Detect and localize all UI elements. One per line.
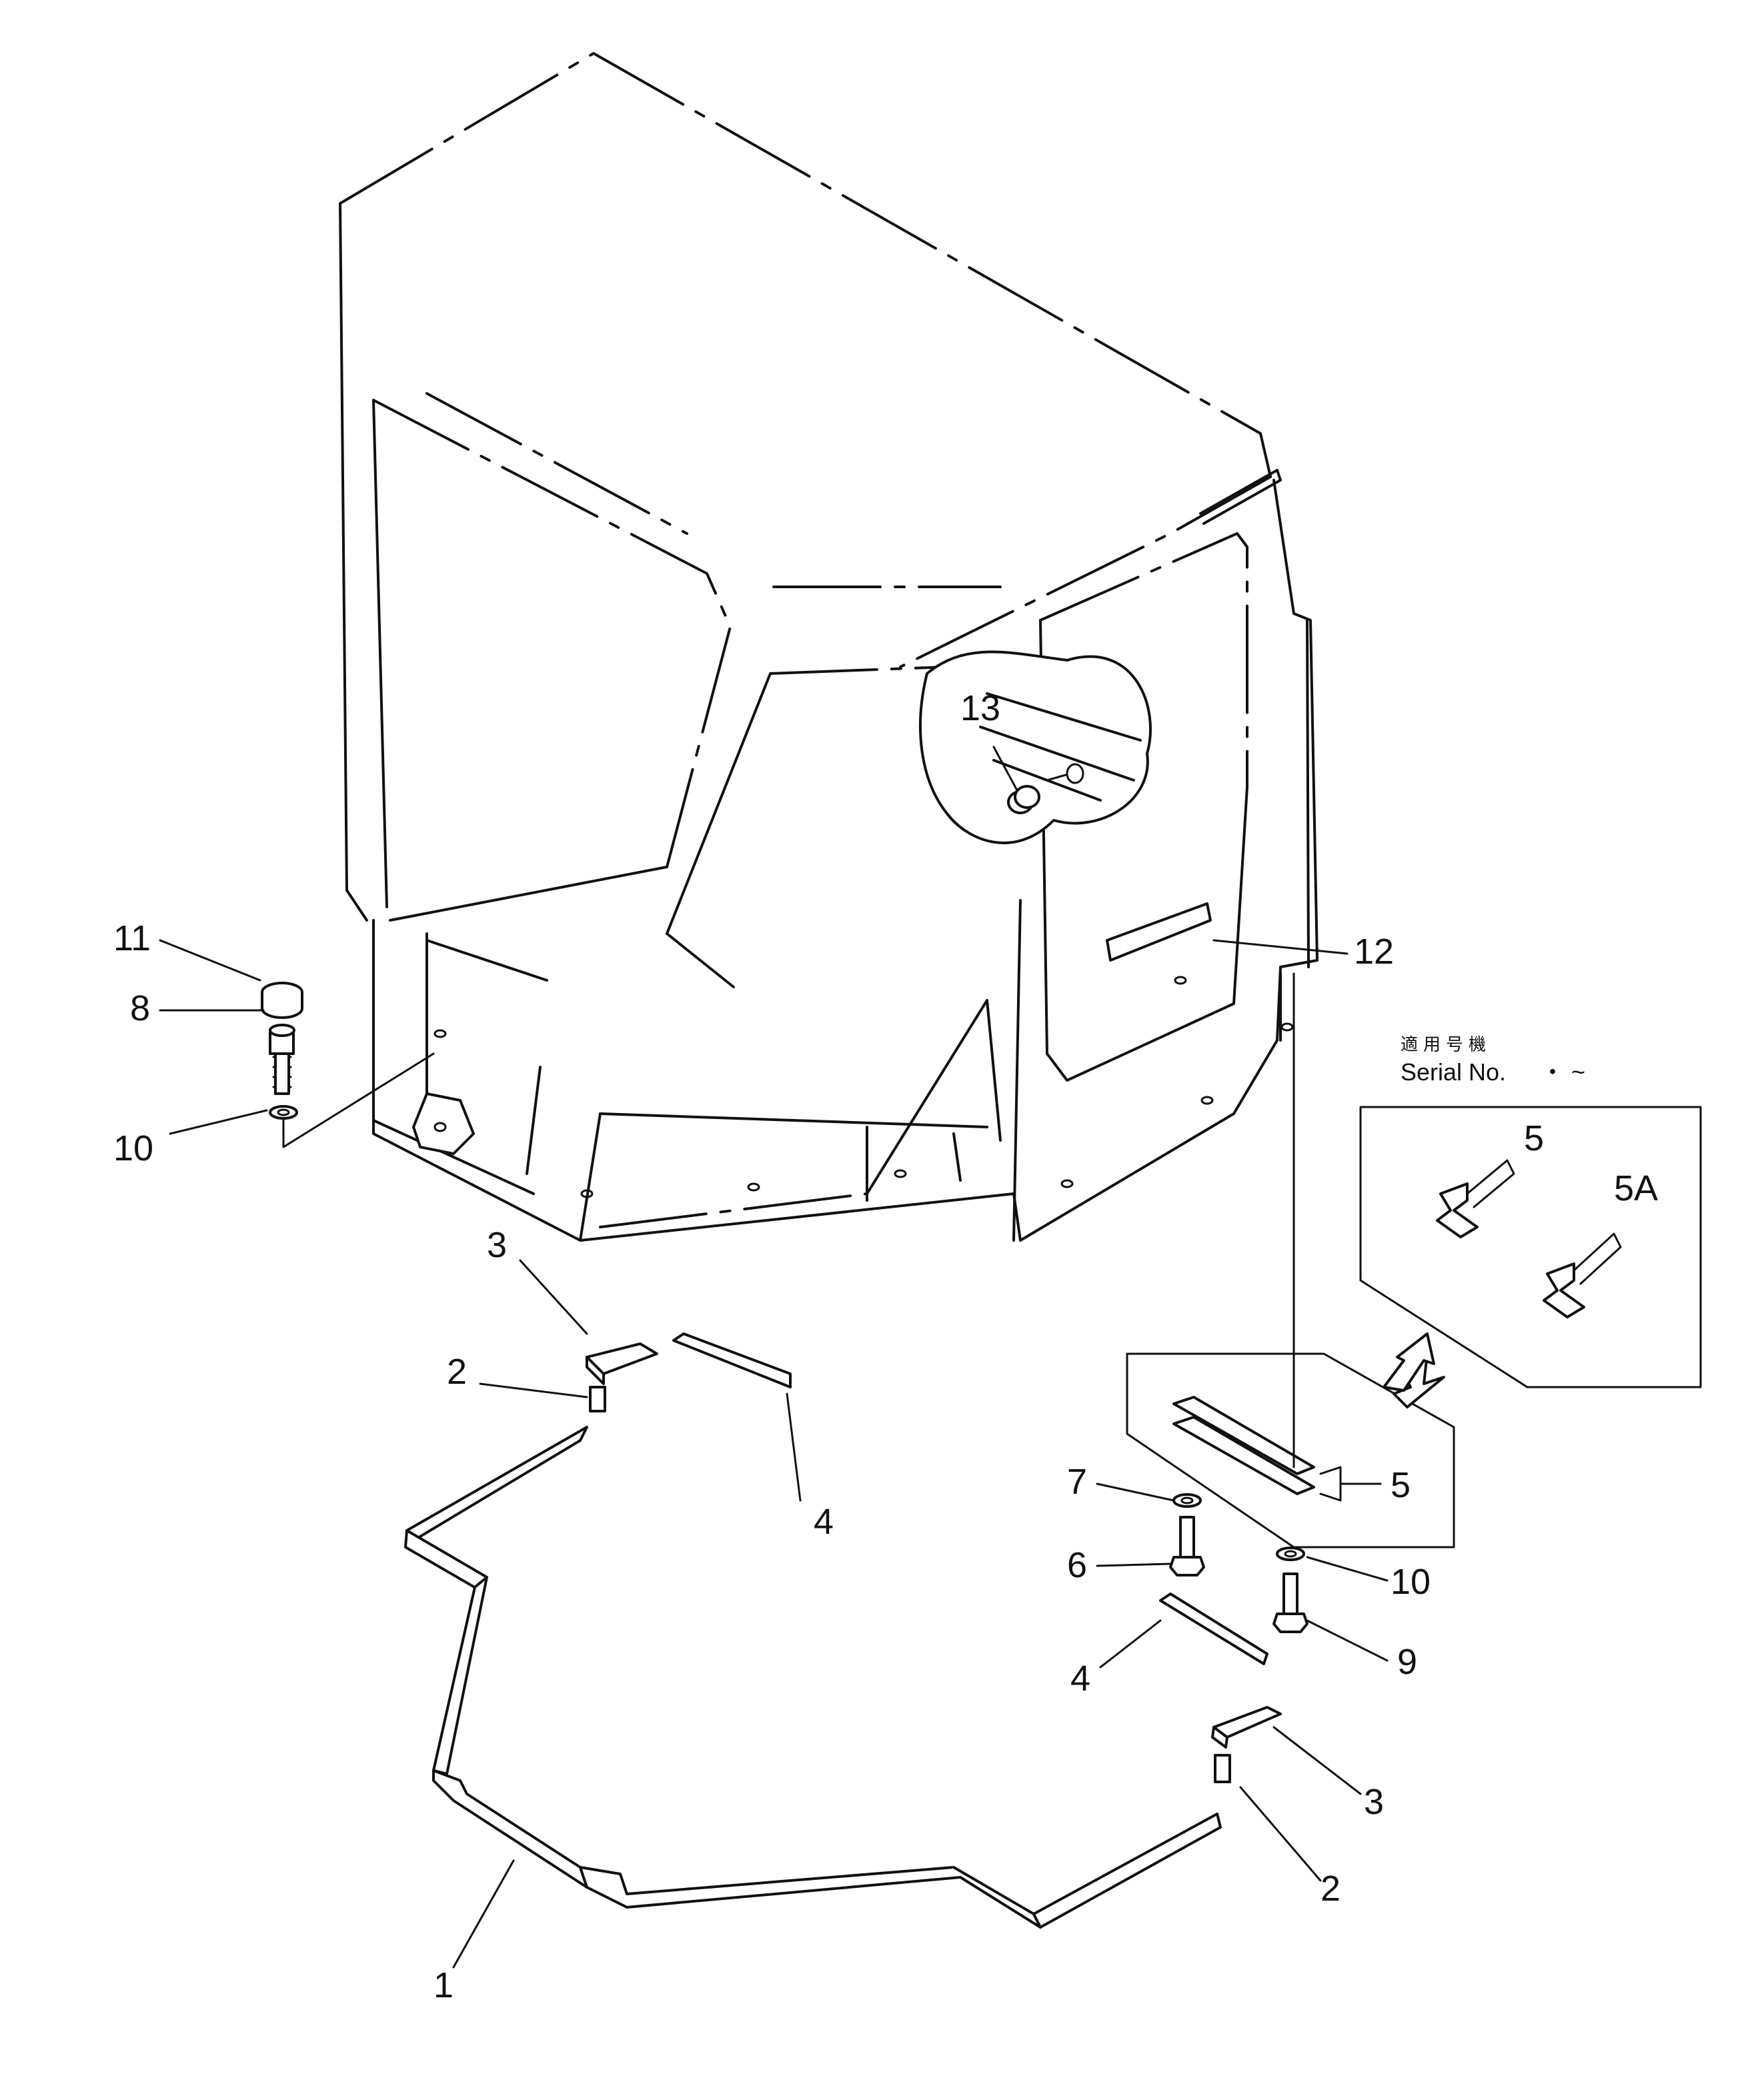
callout-1: 1 [433,1965,454,2005]
seal-pieces [586,1332,1282,1783]
seal-strip-1 [404,1426,1222,1929]
right-fasteners [1169,1493,1308,1633]
callout-6: 6 [1067,1545,1087,1585]
left-fasteners [261,982,435,1148]
callout-11: 11 [113,918,151,958]
leader-lines [159,746,1389,1969]
serial-number-value: ・ ~ [1541,1058,1585,1086]
arrow-icon [1383,1332,1435,1392]
callout-3-left: 3 [487,1225,507,1265]
callout-9: 9 [1397,1642,1417,1682]
shim-plate-detail [1126,972,1455,1548]
serial-inset [1359,1106,1702,1388]
callout-8: 8 [130,988,150,1028]
callout-2-right: 2 [1320,1869,1341,1909]
callout-7: 7 [1067,1462,1087,1502]
callout-2-left: 2 [447,1352,467,1392]
callout-4-left: 4 [814,1502,834,1542]
callout-5a-inset: 5A [1614,1168,1658,1208]
callout-labels: 11 8 10 3 2 4 1 13 12 5 7 6 10 9 4 3 2 5… [113,688,1658,2005]
serial-number-label: Serial No. [1401,1058,1506,1086]
callout-10-right: 10 [1391,1562,1431,1602]
serial-label: 適用号機 Serial No. ・ ~ [1401,1035,1585,1086]
callout-10-left: 10 [113,1128,153,1168]
cab-body [339,52,1318,1242]
callout-3-right: 3 [1364,1782,1384,1822]
callout-5-main: 5 [1391,1465,1411,1505]
callout-4-right: 4 [1070,1659,1090,1699]
serial-japanese-label: 適用号機 [1401,1035,1491,1055]
callout-5-inset: 5 [1524,1118,1544,1158]
callout-13: 13 [960,688,1000,728]
callout-12: 12 [1354,932,1394,972]
